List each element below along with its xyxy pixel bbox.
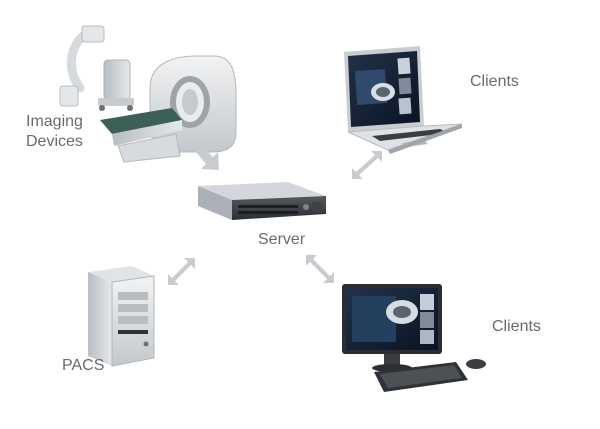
workstation-icon: [342, 284, 486, 392]
imaging-devices-icon: [59, 25, 237, 163]
clients-workstation-label: Clients: [492, 318, 541, 335]
arrow-server-pacs: [168, 258, 195, 285]
rack-server-icon: [198, 182, 326, 220]
laptop-icon: [344, 46, 463, 154]
imaging-devices-label: Imaging Devices: [26, 113, 83, 150]
arrow-imaging-to-server: [196, 146, 219, 170]
pacs-label: PACS: [62, 357, 105, 374]
server-label: Server: [258, 231, 306, 248]
clients-laptop-label: Clients: [470, 73, 519, 90]
arrow-server-clients-bottom: [306, 255, 334, 283]
arrow-server-clients-top: [352, 151, 382, 179]
tower-pc-icon: [88, 266, 155, 367]
